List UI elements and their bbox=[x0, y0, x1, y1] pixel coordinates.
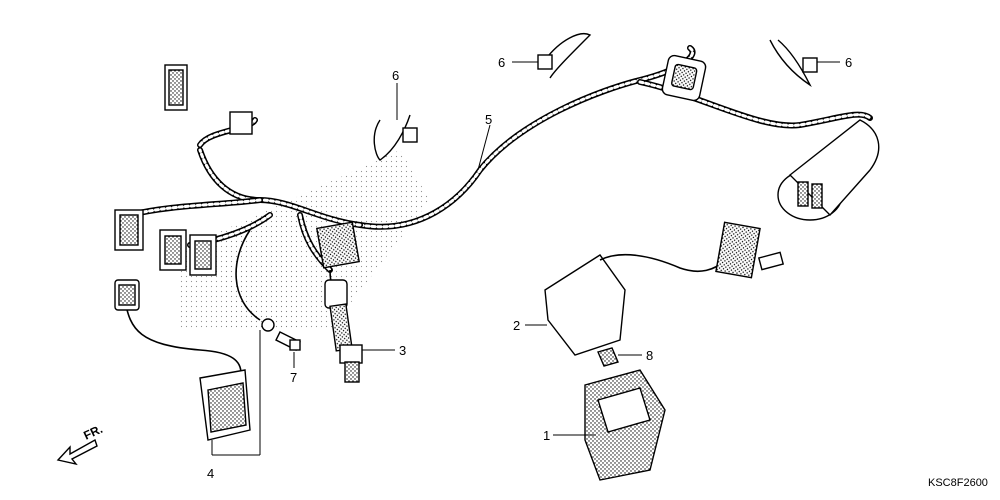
callout-3: 3 bbox=[399, 343, 406, 358]
callout-6-top-left: 6 bbox=[498, 55, 505, 70]
callout-6-top-right: 6 bbox=[845, 55, 852, 70]
control-unit-box bbox=[544, 221, 785, 356]
callout-1: 1 bbox=[543, 428, 550, 443]
callout-4: 4 bbox=[207, 466, 214, 481]
harness-end-coupler bbox=[777, 119, 880, 221]
left-connector-cluster bbox=[114, 64, 361, 276]
callout-5: 5 bbox=[485, 112, 492, 127]
direction-label: FR. bbox=[81, 422, 104, 443]
diagram-code: KSC8F2600 bbox=[928, 477, 988, 489]
callout-7: 7 bbox=[290, 370, 297, 385]
callout-2: 2 bbox=[513, 318, 520, 333]
cable-band-center bbox=[373, 114, 418, 161]
harness-top-coupler bbox=[661, 54, 707, 102]
small-clip bbox=[597, 347, 619, 367]
callout-8: 8 bbox=[646, 348, 653, 363]
callout-6-center: 6 bbox=[392, 68, 399, 83]
front-arrow-icon: FR. bbox=[56, 422, 105, 466]
regulator-rectifier bbox=[114, 229, 275, 441]
cable-band-top-right bbox=[769, 39, 818, 88]
bolt bbox=[275, 331, 301, 351]
cable-band-top-left bbox=[537, 33, 592, 79]
callout-leaders bbox=[211, 61, 840, 456]
control-unit-case bbox=[584, 369, 666, 481]
oxygen-sensor bbox=[324, 269, 363, 383]
